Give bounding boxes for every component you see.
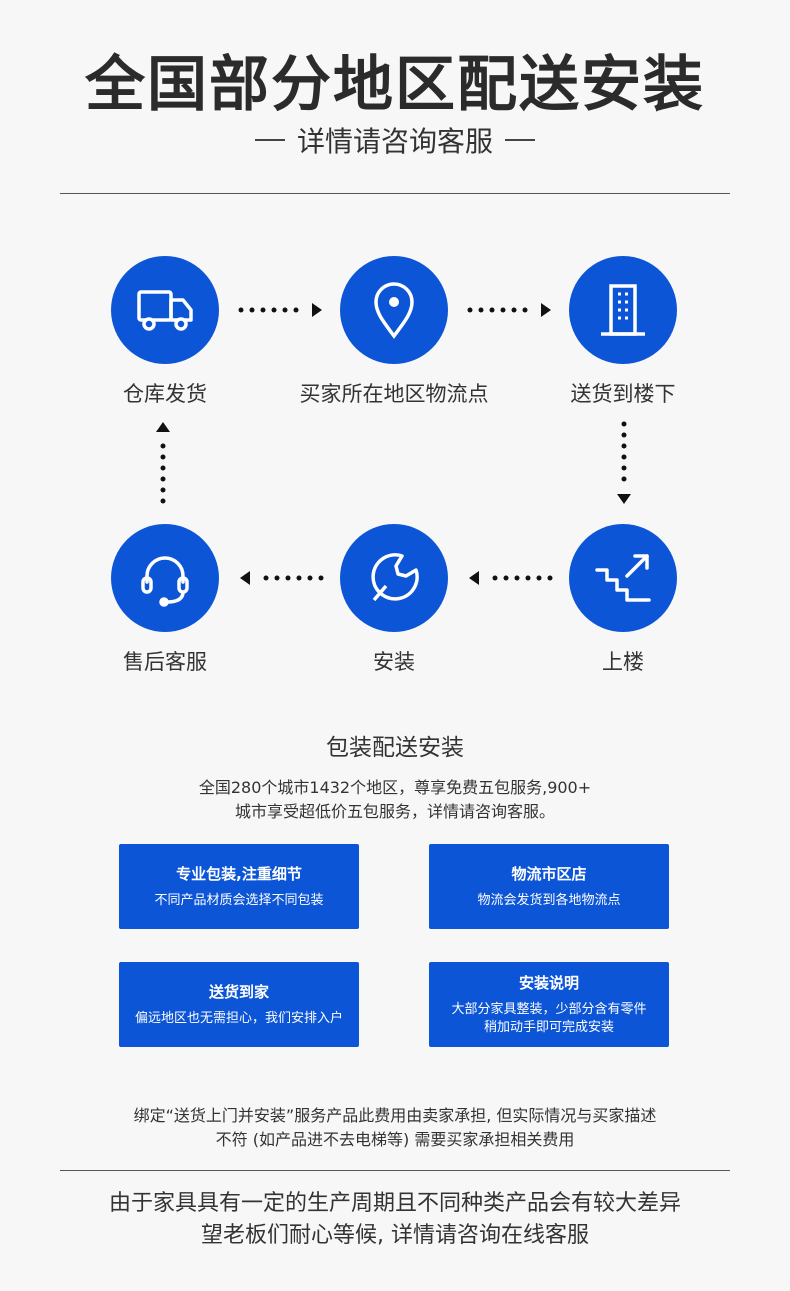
step-warehouse-circle: [111, 256, 219, 364]
page-subtitle: 详情请咨询客服: [296, 125, 493, 158]
card-title: 安装说明: [518, 974, 579, 992]
arrow-left-1: [238, 569, 324, 587]
arrow-left-2: [467, 569, 553, 587]
step-logistics-circle: [340, 256, 448, 364]
card-desc-line2: 稍加动手即可完成安装: [483, 1020, 614, 1035]
card-packaging: 专业包装,注重细节 不同产品材质会选择不同包装: [119, 844, 359, 929]
card-logistics: 物流市区店 物流会发货到各地物流点: [429, 844, 669, 929]
service-intro-line2: 城市享受超低价五包服务，详情请咨询客服。: [234, 802, 555, 821]
dotted-arrow-up-icon: [156, 422, 170, 504]
subtitle-row: 详情请咨询客服: [0, 120, 790, 160]
dotted-arrow-left-icon: [240, 571, 324, 585]
arrow-up: [154, 420, 172, 510]
arrow-right-1: [238, 301, 324, 319]
step-label-upstairs: 上楼: [602, 650, 644, 674]
arrow-right-2: [467, 301, 553, 319]
card-desc: 偏远地区也无需担心，我们安排入户: [134, 1011, 343, 1026]
card-title: 送货到家: [208, 983, 269, 1001]
step-aftersales-circle: [111, 524, 219, 632]
arrow-down: [615, 420, 633, 510]
stairs-icon: [595, 554, 651, 602]
building-icon: [601, 284, 645, 336]
dotted-arrow-down-icon: [617, 421, 631, 504]
step-label-warehouse: 仓库发货: [123, 382, 207, 406]
step-building-circle: [569, 256, 677, 364]
card-installation: 安装说明 大部分家具整装，少部分含有零件 稍加动手即可完成安装: [429, 962, 669, 1047]
card-desc: 不同产品材质会选择不同包装: [154, 893, 324, 908]
card-delivery: 送货到家 偏远地区也无需担心，我们安排入户: [119, 962, 359, 1047]
fee-note-line1: 绑定“送货上门并安装”服务产品此费用由卖家承担, 但实际情况与买家描述: [133, 1106, 657, 1125]
divider-top: [60, 193, 730, 194]
fee-note-line2: 不符 (如产品进不去电梯等) 需要买家承担相关费用: [215, 1130, 575, 1149]
service-intro-line1: 全国280个城市1432个地区，尊享免费五包服务,900+: [198, 778, 592, 797]
card-desc-line1: 大部分家具整装，少部分含有零件: [451, 1002, 647, 1017]
step-label-logistics: 买家所在地区物流点: [299, 382, 489, 406]
wrench-icon: [371, 553, 419, 602]
footer-line1: 由于家具具有一定的生产周期且不同种类产品会有较大差异: [108, 1191, 681, 1216]
headset-icon: [141, 556, 189, 607]
location-pin-icon: [374, 282, 414, 339]
step-label-aftersales: 售后客服: [123, 650, 207, 674]
step-label-install: 安装: [373, 650, 415, 674]
card-title: 物流市区店: [511, 865, 587, 883]
step-label-downstairs: 送货到楼下: [570, 382, 676, 406]
step-upstairs-circle: [569, 524, 677, 632]
truck-icon: [137, 290, 193, 331]
footer-line2: 望老板们耐心等候, 详情请咨询在线客服: [201, 1223, 589, 1248]
card-title: 专业包装,注重细节: [176, 865, 302, 883]
service-title: 包装配送安装: [326, 735, 464, 761]
page-title: 全国部分地区配送安装: [85, 50, 705, 120]
card-desc: 物流会发货到各地物流点: [477, 893, 621, 908]
footer-notice: 由于家具具有一定的生产周期且不同种类产品会有较大差异 望老板们耐心等候, 详情请…: [60, 1188, 730, 1252]
step-install-circle: [340, 524, 448, 632]
subtitle-dash-left: [254, 139, 285, 141]
dotted-arrow-left-icon: [469, 571, 553, 585]
dotted-arrow-right-icon: [467, 303, 551, 317]
subtitle-dash-right: [505, 139, 535, 141]
service-intro: 全国280个城市1432个地区，尊享免费五包服务,900+ 城市享受超低价五包服…: [100, 776, 690, 824]
dotted-arrow-right-icon: [238, 303, 322, 317]
fee-note: 绑定“送货上门并安装”服务产品此费用由卖家承担, 但实际情况与买家描述 不符 (…: [60, 1104, 730, 1152]
divider-bottom: [60, 1170, 730, 1171]
